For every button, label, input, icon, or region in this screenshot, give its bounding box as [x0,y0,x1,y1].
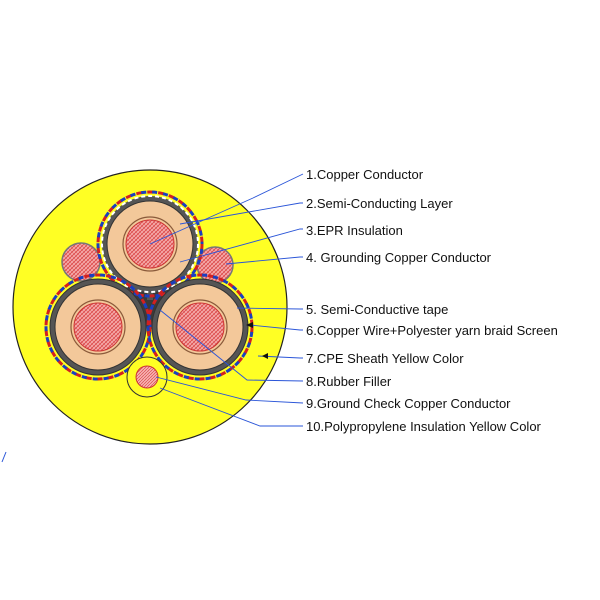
semi-conducting-layer-ring [122,216,178,272]
arrowheads [246,322,268,359]
semi-conductive-tape-ring-blue [96,190,204,298]
leader-line-4 [225,256,303,265]
ground-check-conductor [126,356,168,398]
leader-line-9 [155,376,304,404]
copper-conductor-disc [175,302,225,352]
label-cpe-sheath: 7.CPE Sheath Yellow Color [306,351,464,366]
label-semi-conducting-layer: 2.Semi-Conducting Layer [306,196,453,211]
semi-conducting-layer-ring [70,299,126,355]
power-core-right [146,273,254,381]
leader-line-3 [179,228,303,263]
label-semi-conductive-tape: 5. Semi-Conductive tape [306,302,448,317]
label-ground-check-conductor: 9.Ground Check Copper Conductor [306,396,511,411]
stray-mark [1,451,7,463]
leader-lines [149,173,304,427]
power-core-left [44,273,152,381]
semi-conducting-layer-ring [172,299,228,355]
leader-line-1 [149,173,304,245]
arrowhead-6 [246,322,253,328]
leader-line-5 [236,307,303,310]
leader-line-8 [159,309,304,382]
label-epr-insulation: 3.EPR Insulation [306,223,403,238]
label-grounding-copper-conductor: 4. Grounding Copper Conductor [306,250,492,265]
leader-line-2 [179,202,303,225]
arrowhead-7 [262,353,268,359]
label-rubber-filler: 8.Rubber Filler [306,374,392,389]
semi-conductive-tape-ring-blue [44,273,152,381]
leader-line-7 [257,355,303,359]
label-polypropylene-insulation: 10.Polypropylene Insulation Yellow Color [306,419,542,434]
copper-conductor-disc [73,302,123,352]
leader-line-10 [159,387,303,427]
callout-labels: 1.Copper Conductor 2.Semi-Conducting Lay… [306,167,558,434]
leader-line-6 [249,324,303,331]
label-copper-wire-braid-screen: 6.Copper Wire+Polyester yarn braid Scree… [306,323,558,338]
label-copper-conductor: 1.Copper Conductor [306,167,424,182]
